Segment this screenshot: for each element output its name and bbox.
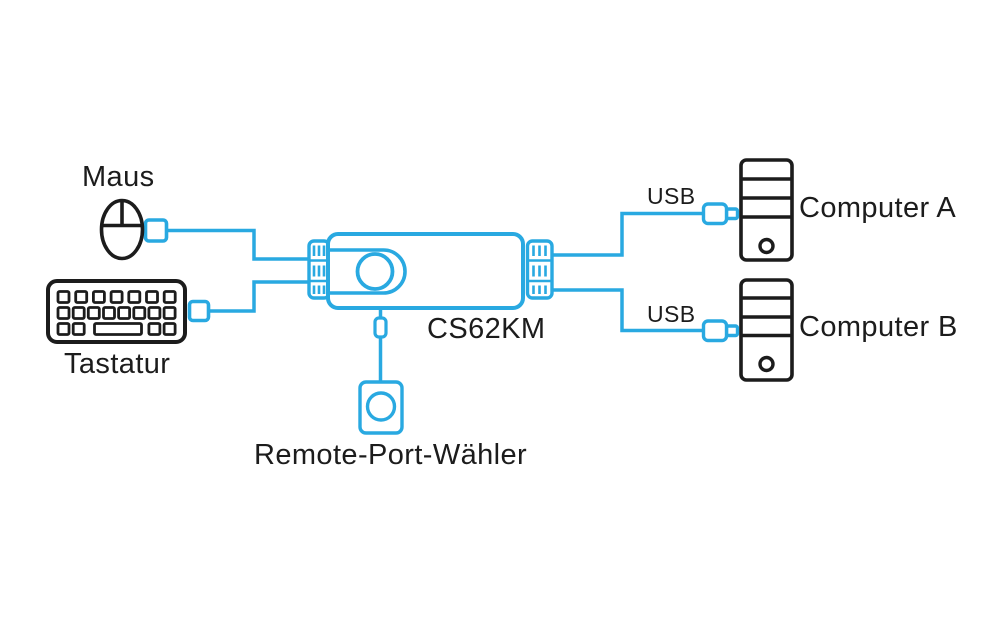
mouse-label: Maus [82, 161, 155, 193]
cable-computer-a [551, 211, 705, 257]
keyboard-usb-connector [187, 299, 211, 323]
kvm-switch-device [326, 232, 525, 310]
keyboard-cable [208, 280, 310, 313]
computer-b-icon [739, 278, 794, 382]
spacebar-key [93, 322, 143, 336]
device-model-label: CS62KM [427, 313, 546, 345]
mouse-icon [99, 198, 145, 261]
usb-plug-a [701, 202, 740, 226]
computer-b-label: Computer B [799, 311, 958, 343]
power-button-b [758, 355, 775, 373]
port-select-button [355, 252, 395, 291]
computer-a-icon [739, 158, 794, 262]
remote-selector-icon [358, 380, 404, 435]
usb-label-a: USB [647, 183, 696, 209]
mouse-usb-connector [143, 218, 169, 243]
kvm-right-connector [525, 239, 554, 300]
remote-selector-label: Remote-Port-Wähler [254, 439, 528, 471]
cable-computer-b [551, 288, 705, 333]
computer-a-label: Computer A [799, 192, 957, 224]
usb-label-b: USB [647, 301, 696, 327]
keyboard-label: Tastatur [64, 348, 171, 380]
mouse-cable [166, 228, 310, 261]
kvm-left-connector [307, 239, 331, 300]
keyboard-icon [46, 279, 187, 344]
power-button-a [758, 237, 775, 255]
usb-plug-b [701, 319, 740, 343]
remote-selector-plug [373, 316, 388, 339]
